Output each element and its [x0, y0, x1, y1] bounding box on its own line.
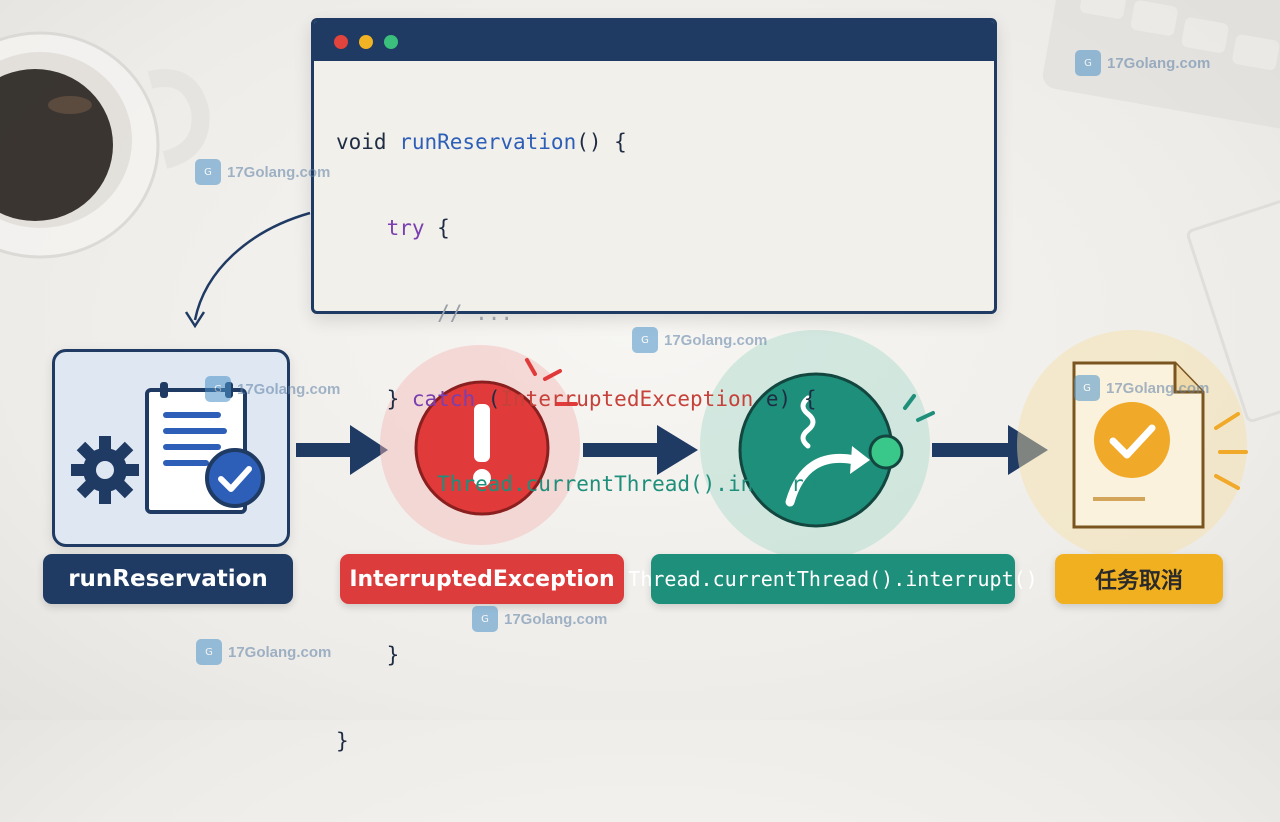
code-comment: // ...: [437, 301, 514, 325]
watermark-logo-icon: G: [1074, 375, 1100, 401]
watermark: G 17Golang.com: [196, 639, 331, 665]
step-1-card: [52, 349, 290, 547]
watermark-text: 17Golang.com: [664, 331, 768, 349]
watermark: G 17Golang.com: [1074, 375, 1209, 401]
flow-arrow-3: [932, 425, 1048, 475]
code-token: {: [424, 215, 450, 240]
notepad-icon: [1186, 194, 1280, 423]
watermark-logo-icon: G: [195, 159, 221, 185]
code-line-7: }: [336, 641, 972, 670]
watermark: G 17Golang.com: [472, 606, 607, 632]
document-check-icon: [1072, 361, 1248, 529]
code-token: void: [336, 130, 400, 154]
code-line-1: void runReservation() {: [336, 128, 972, 157]
code-token: }: [336, 728, 349, 753]
code-line-4: } catch (InterruptedException e) {: [336, 385, 972, 414]
code-token: Thread.currentThread().interrupt();: [437, 472, 880, 496]
watermark-logo-icon: G: [632, 327, 658, 353]
step-label-task-cancel: 任务取消: [1055, 554, 1223, 604]
code-token: try: [386, 215, 425, 240]
step-label-interrupt-call: Thread.currentThread().interrupt(): [628, 554, 1038, 604]
code-token: catch: [411, 386, 476, 411]
step-label-interrupted-exception: InterruptedException: [340, 554, 624, 604]
watermark-logo-icon: G: [472, 606, 498, 632]
code-token: runReservation: [399, 130, 577, 154]
code-token: () {: [576, 130, 627, 154]
watermark-logo-icon: G: [196, 639, 222, 665]
code-line-3: // ...: [336, 299, 972, 328]
code-window-titlebar: [314, 21, 994, 61]
code-token: InterruptedException: [500, 386, 754, 411]
code-token: e) {: [753, 386, 817, 411]
code-line-8: }: [336, 727, 972, 756]
coffee-cup-icon: [0, 31, 210, 259]
watermark: G 17Golang.com: [195, 159, 330, 185]
maximize-dot-icon: [384, 35, 398, 49]
watermark: G 17Golang.com: [205, 376, 340, 402]
watermark-text: 17Golang.com: [237, 380, 341, 398]
flow-arrow-2: [583, 425, 698, 475]
watermark-text: 17Golang.com: [504, 610, 608, 628]
watermark-text: 17Golang.com: [1107, 54, 1211, 72]
code-line-2: try {: [336, 214, 972, 243]
keyboard-icon: [1042, 0, 1280, 130]
diagram-canvas: [0, 0, 1280, 560]
watermark: G 17Golang.com: [1075, 50, 1210, 76]
gear-document-check-icon: [71, 382, 265, 514]
close-dot-icon: [334, 35, 348, 49]
code-token: }: [386, 386, 412, 411]
code-line-5: Thread.currentThread().interrupt();: [336, 470, 972, 499]
code-token: }: [386, 643, 400, 667]
watermark-text: 17Golang.com: [1106, 379, 1210, 397]
watermark-text: 17Golang.com: [227, 163, 331, 181]
minimize-dot-icon: [359, 35, 373, 49]
code-block: void runReservation() { try { // ... } c…: [314, 61, 994, 822]
watermark: G 17Golang.com: [632, 327, 767, 353]
step-label-run-reservation: runReservation: [43, 554, 293, 604]
exclamation-icon: [414, 358, 578, 516]
watermark-logo-icon: G: [1075, 50, 1101, 76]
code-token: (: [475, 386, 501, 411]
flow-arrow-1: [296, 425, 388, 475]
watermark-logo-icon: G: [205, 376, 231, 402]
code-window: void runReservation() { try { // ... } c…: [311, 18, 997, 753]
watermark-text: 17Golang.com: [228, 643, 332, 661]
code-to-step-arrow: [193, 211, 311, 321]
interrupt-arrow-icon: [738, 372, 935, 528]
